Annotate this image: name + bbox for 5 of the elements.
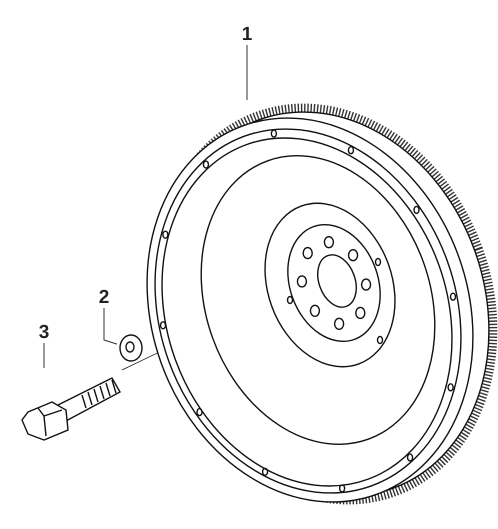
callout-number: 3 [35, 323, 53, 343]
callout-number: 2 [95, 288, 113, 308]
leader-line [246, 44, 248, 100]
callout-number: 1 [238, 25, 256, 45]
leader-line [104, 308, 118, 345]
